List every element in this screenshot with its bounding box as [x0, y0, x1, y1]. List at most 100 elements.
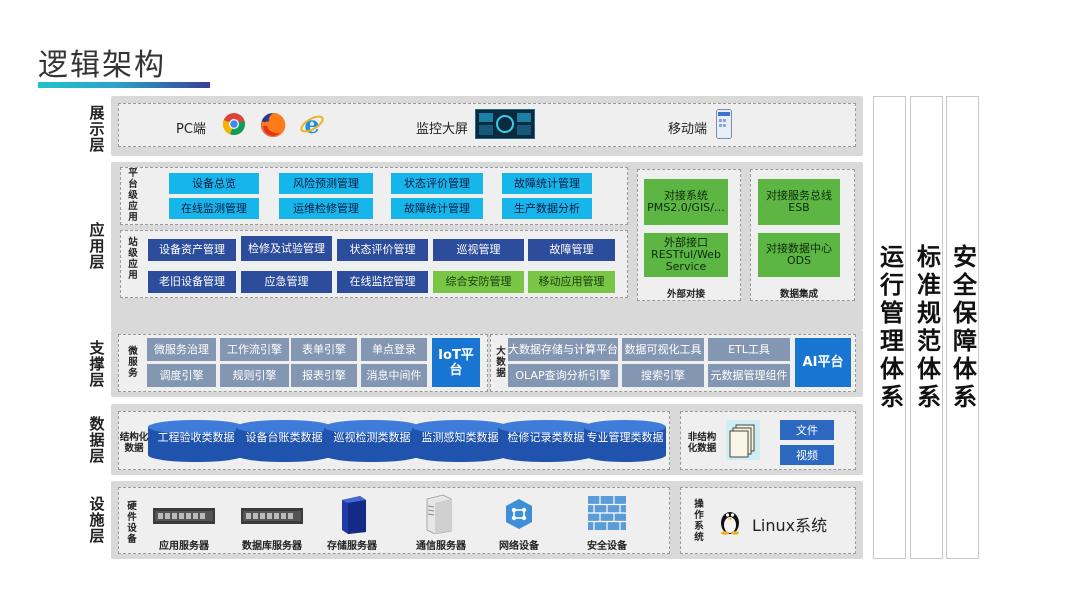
microservice-item: 消息中间件 — [361, 364, 427, 387]
microservice-item: 表单引擎 — [291, 338, 357, 361]
ai-platform-box: AI平台 — [795, 338, 851, 387]
hardware-label: 硬件设备 — [127, 501, 137, 545]
page-title: 逻辑架构 — [38, 48, 166, 83]
data-integration-caption: 数据集成 — [779, 289, 818, 300]
microservice-item: 单点登录 — [361, 338, 427, 361]
layer-label-display: 展示层 — [87, 105, 106, 153]
microservice-label: 微服务 — [128, 346, 138, 379]
microservice-item: 调度引擎 — [147, 364, 216, 387]
side-system-label: 安全保障体系 — [948, 243, 977, 412]
database-server-icon — [241, 506, 303, 526]
pc-label: PC端 — [176, 122, 206, 137]
external-interface-box: 外部接口RESTful/Web Service — [644, 233, 728, 277]
platform-app-item: 故障统计管理 — [502, 173, 592, 194]
station-app-item: 设备资产管理 — [148, 239, 236, 261]
side-system-standards: 标准规范体系 — [910, 96, 943, 559]
device-label: 网络设备 — [499, 541, 539, 552]
layer-label-facility: 设施层 — [87, 496, 106, 544]
station-app-item: 巡视管理 — [433, 239, 524, 261]
iot-platform-box: IoT平台 — [432, 338, 480, 387]
microservice-item: 工作流引擎 — [220, 338, 289, 361]
bigdata-item: 数据可视化工具 — [622, 338, 704, 361]
device-label: 安全设备 — [587, 541, 627, 552]
platform-app-item: 状态评价管理 — [391, 173, 483, 194]
unstructured-item-video: 视频 — [780, 445, 834, 465]
device-label: 通信服务器 — [416, 541, 466, 552]
platform-app-item: 风险预测管理 — [279, 173, 373, 194]
linux-penguin-icon — [718, 507, 742, 535]
platform-app-item: 设备总览 — [169, 173, 259, 194]
esb-box: 对接服务总线ESB — [758, 179, 840, 225]
os-label: 操作系统 — [694, 499, 704, 543]
external-integration-caption: 外部对接 — [666, 289, 705, 300]
device-label: 存储服务器 — [327, 541, 377, 552]
security-device-icon — [588, 496, 626, 530]
station-app-item: 综合安防管理 — [433, 271, 524, 293]
ie-icon: e — [299, 110, 325, 139]
communication-server-icon — [425, 494, 453, 535]
side-system-label: 运行管理体系 — [875, 243, 904, 412]
structured-data-label: 结构化数据 — [119, 432, 149, 454]
database-label: 设备台账类数据 — [245, 431, 323, 444]
device-label: 应用服务器 — [159, 541, 209, 552]
database-label: 巡视检测类数据 — [333, 431, 411, 444]
documents-icon — [726, 420, 760, 460]
unstructured-data-label: 非结构化数据 — [687, 432, 717, 454]
platform-apps-label: 平台级应用 — [128, 168, 138, 223]
os-name: Linux系统 — [752, 516, 828, 535]
platform-app-item: 运维检修管理 — [279, 198, 373, 219]
database-cylinder: 专业管理类数据 — [584, 420, 666, 462]
platform-app-item: 故障统计管理 — [391, 198, 483, 219]
database-label: 检修记录类数据 — [507, 431, 585, 444]
mobile-phone-icon — [716, 109, 732, 139]
station-app-item: 移动应用管理 — [528, 271, 615, 293]
dashboard-screen-icon — [475, 109, 535, 139]
platform-app-item: 在线监测管理 — [169, 198, 259, 219]
platform-app-item: 生产数据分析 — [502, 198, 592, 219]
application-server-icon — [153, 506, 215, 526]
database-label: 专业管理类数据 — [586, 431, 664, 444]
layer-label-support: 支撑层 — [87, 340, 106, 388]
station-apps-label: 站级应用 — [128, 237, 138, 281]
svg-text:e: e — [304, 111, 319, 137]
layer-label-data: 数据层 — [87, 416, 106, 464]
network-device-icon — [504, 498, 534, 530]
microservice-item: 报表引擎 — [291, 364, 357, 387]
ods-box: 对接数据中心ODS — [758, 233, 840, 277]
database-label: 工程验收类数据 — [157, 431, 235, 444]
storage-server-icon — [338, 494, 368, 534]
database-cylinder: 设备台账类数据 — [236, 420, 332, 462]
station-app-item: 在线监控管理 — [337, 271, 428, 293]
mobile-label: 移动端 — [668, 122, 708, 137]
chrome-icon — [222, 112, 246, 136]
external-system-box: 对接系统PMS2.0/GIS/… — [644, 179, 728, 225]
bigdata-item: 大数据存储与计算平台 — [508, 338, 618, 361]
bigdata-item: ETL工具 — [708, 338, 790, 361]
station-app-item: 故障管理 — [528, 239, 615, 261]
station-app-item: 状态评价管理 — [337, 239, 428, 261]
device-label: 数据库服务器 — [242, 541, 302, 552]
title-underline — [38, 82, 210, 88]
side-system-security: 安全保障体系 — [946, 96, 979, 559]
database-cylinder: 监测感知类数据 — [412, 420, 508, 462]
bigdata-item: 元数据管理组件 — [708, 364, 790, 387]
monitor-screen-label: 监控大屏 — [416, 122, 469, 137]
station-app-item: 老旧设备管理 — [148, 271, 236, 293]
microservice-item: 微服务治理 — [147, 338, 216, 361]
station-app-item: 应急管理 — [241, 271, 332, 293]
station-app-item: 检修及试验管理 — [241, 236, 332, 261]
bigdata-label: 大数据 — [496, 346, 506, 379]
bigdata-item: OLAP查询分析引擎 — [508, 364, 618, 387]
firefox-icon — [260, 112, 286, 138]
bigdata-item: 搜索引擎 — [622, 364, 704, 387]
side-system-operations: 运行管理体系 — [873, 96, 906, 559]
database-cylinder: 巡视检测类数据 — [324, 420, 420, 462]
unstructured-item-file: 文件 — [780, 420, 834, 440]
microservice-item: 规则引擎 — [220, 364, 289, 387]
database-cylinder: 工程验收类数据 — [148, 420, 244, 462]
database-cylinder: 检修记录类数据 — [498, 420, 594, 462]
layer-label-application: 应用层 — [87, 222, 106, 270]
database-label: 监测感知类数据 — [421, 431, 499, 444]
side-system-label: 标准规范体系 — [912, 243, 941, 412]
os-box — [680, 487, 856, 554]
